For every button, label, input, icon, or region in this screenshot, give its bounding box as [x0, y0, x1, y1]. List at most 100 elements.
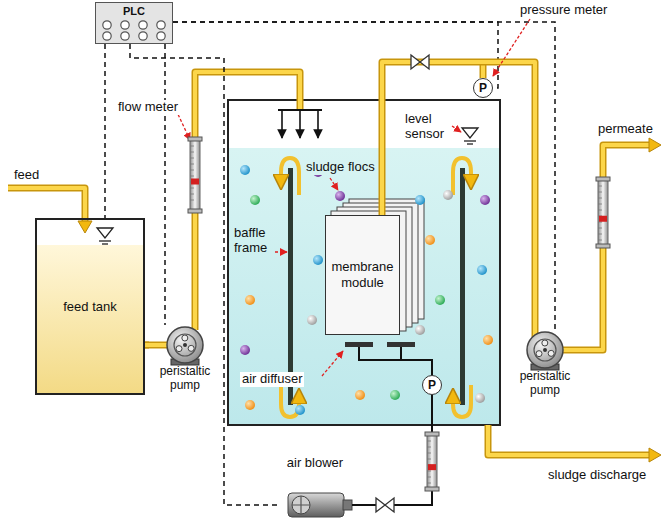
flow-meter-tick	[190, 176, 194, 177]
pump-housing	[167, 327, 203, 363]
flow-meter-tick	[427, 483, 431, 484]
pump-roller	[542, 340, 548, 346]
node-text: peristaltic pump	[509, 370, 581, 398]
sludge-floc	[355, 390, 365, 400]
flow-meter-cap	[188, 137, 202, 141]
control-signal-line	[173, 22, 498, 88]
leader-line	[275, 251, 287, 252]
circulation-arrow	[453, 385, 471, 417]
inlet-manifold	[278, 109, 322, 111]
plc-box: PLC	[95, 2, 173, 44]
diffuser-bar	[345, 342, 373, 347]
plc-lamp	[121, 21, 129, 29]
plc-lamp	[157, 32, 165, 40]
pipe-arrow	[78, 221, 92, 233]
flow-meter-tick	[190, 158, 194, 159]
pipe-wall	[382, 62, 535, 330]
inlet-arrow	[317, 111, 319, 138]
sludge-floc	[245, 295, 255, 305]
pressure-gauge: P	[422, 375, 442, 395]
sludge-floc	[415, 325, 425, 335]
flow-meter-cap	[425, 487, 439, 491]
sludge-floc	[295, 405, 305, 415]
level-line	[102, 243, 108, 244]
pipe-core	[382, 62, 535, 330]
circulation-arrows	[281, 158, 471, 417]
blower-fan	[292, 496, 310, 514]
level-triangle	[97, 228, 113, 238]
diffuser-bar	[387, 342, 415, 347]
flow-meter-tick	[427, 441, 431, 442]
plc-lamp	[139, 32, 147, 40]
node-text: air blower	[278, 455, 352, 470]
sludge-floc	[435, 295, 445, 305]
part-label: pressure meter	[520, 3, 607, 18]
leader-line	[452, 126, 461, 132]
flow-meter-tick	[190, 152, 194, 153]
inlet-arrows	[282, 111, 318, 138]
flow-meter-tick	[598, 204, 602, 205]
flow-meter-tick	[598, 228, 602, 229]
inlet-arrow	[281, 111, 283, 138]
flow-meter-tick	[427, 447, 431, 448]
pipe-connector	[382, 62, 535, 330]
sludge-floc	[240, 165, 250, 175]
pipe-wall	[145, 342, 168, 349]
node-text: peristaltic pump	[149, 365, 221, 393]
node-text: PLC	[123, 5, 145, 17]
flow-meter-tick	[598, 198, 602, 199]
sludge-flocs	[240, 165, 493, 415]
dashed-line	[104, 44, 106, 218]
flow-meter-cap	[596, 177, 610, 181]
flow-meter-float	[191, 179, 199, 185]
flow-meter-tick	[190, 164, 194, 165]
leaders	[176, 19, 530, 376]
flow-meter-cap	[188, 209, 202, 213]
pipe-label: feed	[14, 168, 39, 183]
plc-lamp	[121, 32, 129, 40]
pipe-core	[145, 343, 149, 347]
flow-meter-float	[599, 216, 607, 222]
pressure-gauge: P	[473, 78, 493, 98]
plc-panel	[95, 2, 173, 44]
pipe-label: sludge discharge	[548, 468, 646, 483]
pump-roller	[188, 345, 194, 351]
pump-roller	[182, 335, 188, 341]
pipe-core	[488, 425, 650, 455]
plc-lamp	[139, 21, 147, 29]
control-signal-line	[105, 44, 106, 218]
sludge-floc	[313, 255, 323, 265]
pump-tube	[534, 339, 556, 361]
sludge-floc	[425, 235, 435, 245]
valve	[376, 498, 394, 512]
dashed-line	[173, 22, 498, 88]
blower-outlet	[343, 500, 352, 510]
air-line	[352, 395, 432, 505]
flow-meter-tick	[598, 210, 602, 211]
pump-hub	[183, 343, 187, 347]
flow-meter-tick	[190, 200, 194, 201]
circulation-arrow	[281, 158, 299, 195]
reactor-tank	[228, 100, 500, 425]
peristaltic-pump: peristaltic pump	[509, 330, 581, 398]
node-text: feed tank	[63, 299, 117, 314]
pipe-connector	[145, 345, 149, 346]
fan-blade	[292, 496, 310, 514]
solid-line	[352, 395, 432, 505]
flow-meter-tick	[190, 170, 194, 171]
flow-meter-cap	[596, 244, 610, 248]
sludge-floc	[250, 195, 260, 205]
flow-meter-float	[428, 464, 436, 470]
flow-meter-tube	[598, 180, 608, 245]
leader-line	[322, 351, 343, 376]
flow-meter-tick	[598, 240, 602, 241]
pipe-arrow	[649, 448, 661, 462]
pipe-core	[8, 188, 85, 222]
sludge-floc	[307, 315, 317, 325]
node-text: membrane module	[329, 259, 396, 290]
pump-roller	[176, 346, 182, 352]
leader-line	[330, 178, 338, 190]
control-signal-line	[173, 22, 555, 330]
flow-meter-tick	[427, 459, 431, 460]
sludge-floc	[475, 393, 485, 403]
